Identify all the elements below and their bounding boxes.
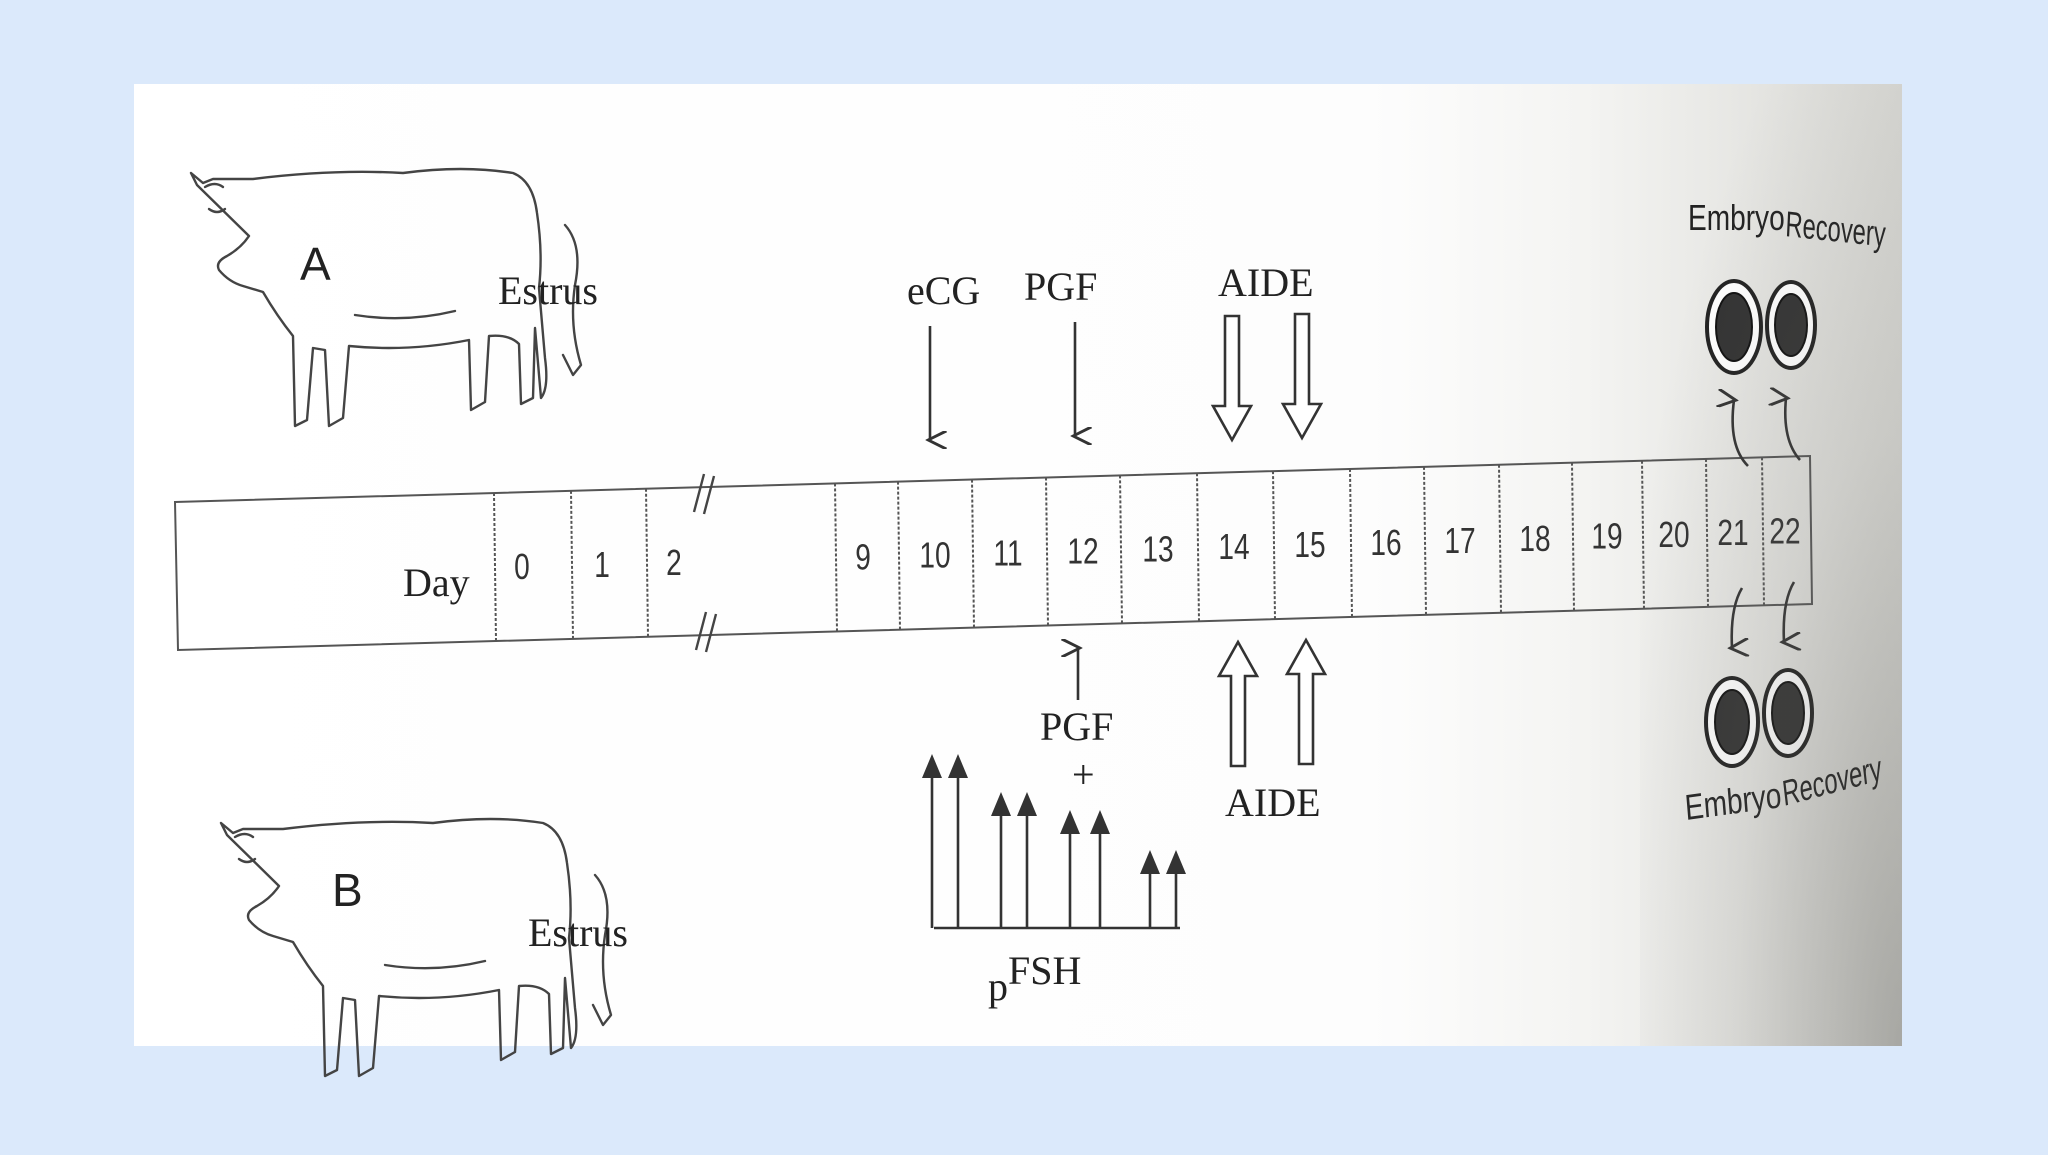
timeline-day-22: 22 <box>1769 511 1800 551</box>
timeline-day-10: 10 <box>919 535 950 575</box>
aide-top-arrow-1 <box>1210 314 1254 443</box>
timeline-day-9: 9 <box>855 537 871 577</box>
cow-a-label: A <box>300 238 331 290</box>
timeline-divider <box>1498 464 1502 613</box>
pfsh-injection-arrowhead <box>922 754 942 778</box>
timeline-divider <box>971 479 975 628</box>
timeline-divider <box>1423 466 1427 615</box>
timeline-divider <box>1641 460 1645 609</box>
timeline-divider <box>1196 473 1200 622</box>
embryo-bottom-arrow-2 <box>1784 581 1794 642</box>
timeline-divider <box>570 490 574 639</box>
timeline-day-0: 0 <box>514 547 530 587</box>
pfsh-injection-arrowhead <box>948 754 968 778</box>
timeline-divider <box>834 483 838 632</box>
timeline-day-11: 11 <box>993 533 1022 573</box>
embryo-top-label: Embryo <box>1688 198 1785 238</box>
timeline-divider <box>897 481 901 630</box>
timeline-day-13: 13 <box>1142 529 1173 569</box>
timeline-divider <box>1045 477 1049 626</box>
timeline-day-1: 1 <box>594 545 610 585</box>
pgf-top-label: PGF <box>1024 264 1097 309</box>
aide-bottom-label: AIDE <box>1225 780 1321 825</box>
timeline-day-18: 18 <box>1519 518 1550 558</box>
timeline-day-2: 2 <box>666 543 682 583</box>
timeline-day-19: 19 <box>1591 516 1622 556</box>
aide-top-arrow-2 <box>1280 312 1324 441</box>
embryo-top-arrow-2 <box>1785 398 1801 461</box>
timeline-divider <box>1272 471 1276 620</box>
cow-a-drawing <box>189 167 583 428</box>
timeline-divider <box>1119 475 1123 624</box>
aide-bottom-arrow-1 <box>1216 639 1260 768</box>
embryo-top-1 <box>1705 279 1763 375</box>
cow-b-estrus: Estrus <box>528 910 628 955</box>
embryo-bottom-2 <box>1762 668 1814 758</box>
embryo-bottom-arrow-1 <box>1732 587 1742 648</box>
pfsh-injection-arrowhead <box>1140 850 1160 874</box>
aide-bottom-arrow-2 <box>1284 637 1328 766</box>
cow-b-label: B <box>332 864 363 916</box>
pfsh-injection-arrowhead <box>1166 850 1186 874</box>
timeline-day-21: 21 <box>1717 513 1748 553</box>
aide-top-label: AIDE <box>1218 260 1314 305</box>
figure-paper <box>134 84 1902 1046</box>
pfsh-injection-arrowhead <box>1060 810 1080 834</box>
pfsh-injection-chart <box>922 754 1186 930</box>
recovery-top-label: Recovery <box>1785 204 1888 255</box>
timeline-day-14: 14 <box>1218 527 1249 567</box>
ecg-label: eCG <box>907 268 980 313</box>
pfsh-label-prefix: p <box>988 964 1008 1009</box>
timeline-day-15: 15 <box>1294 525 1325 565</box>
embryo-bottom-label: Embryo <box>1683 775 1782 828</box>
pgf-bottom-label: PGF <box>1040 704 1113 749</box>
cow-b-drawing <box>219 817 613 1078</box>
pgf-bottom-plus: + <box>1072 752 1095 797</box>
pfsh-label: FSH <box>1008 948 1081 993</box>
pfsh-injection-arrowhead <box>991 792 1011 816</box>
pfsh-injection-arrowhead <box>1017 792 1037 816</box>
timeline-day-12: 12 <box>1067 531 1098 571</box>
cow-a-estrus: Estrus <box>498 268 598 313</box>
timeline-day-20: 20 <box>1658 515 1689 555</box>
timeline-divider <box>645 488 649 637</box>
timeline-divider <box>1571 462 1575 611</box>
timeline-divider <box>493 493 497 642</box>
timeline-day-16: 16 <box>1370 523 1401 563</box>
embryo-top-2 <box>1765 280 1817 370</box>
pfsh-injection-arrowhead <box>1090 810 1110 834</box>
timeline-divider <box>1761 457 1765 606</box>
timeline-day-17: 17 <box>1444 521 1475 561</box>
timeline-day-label: Day <box>403 560 470 605</box>
timeline-divider <box>1705 458 1709 607</box>
embryo-top-arrow-1 <box>1733 400 1749 467</box>
embryo-bottom-1 <box>1704 676 1760 768</box>
axis-break-top <box>692 473 716 515</box>
axis-break-bottom <box>694 611 718 653</box>
recovery-bottom-label: Recovery <box>1780 748 1884 814</box>
timeline-divider <box>1349 468 1353 617</box>
